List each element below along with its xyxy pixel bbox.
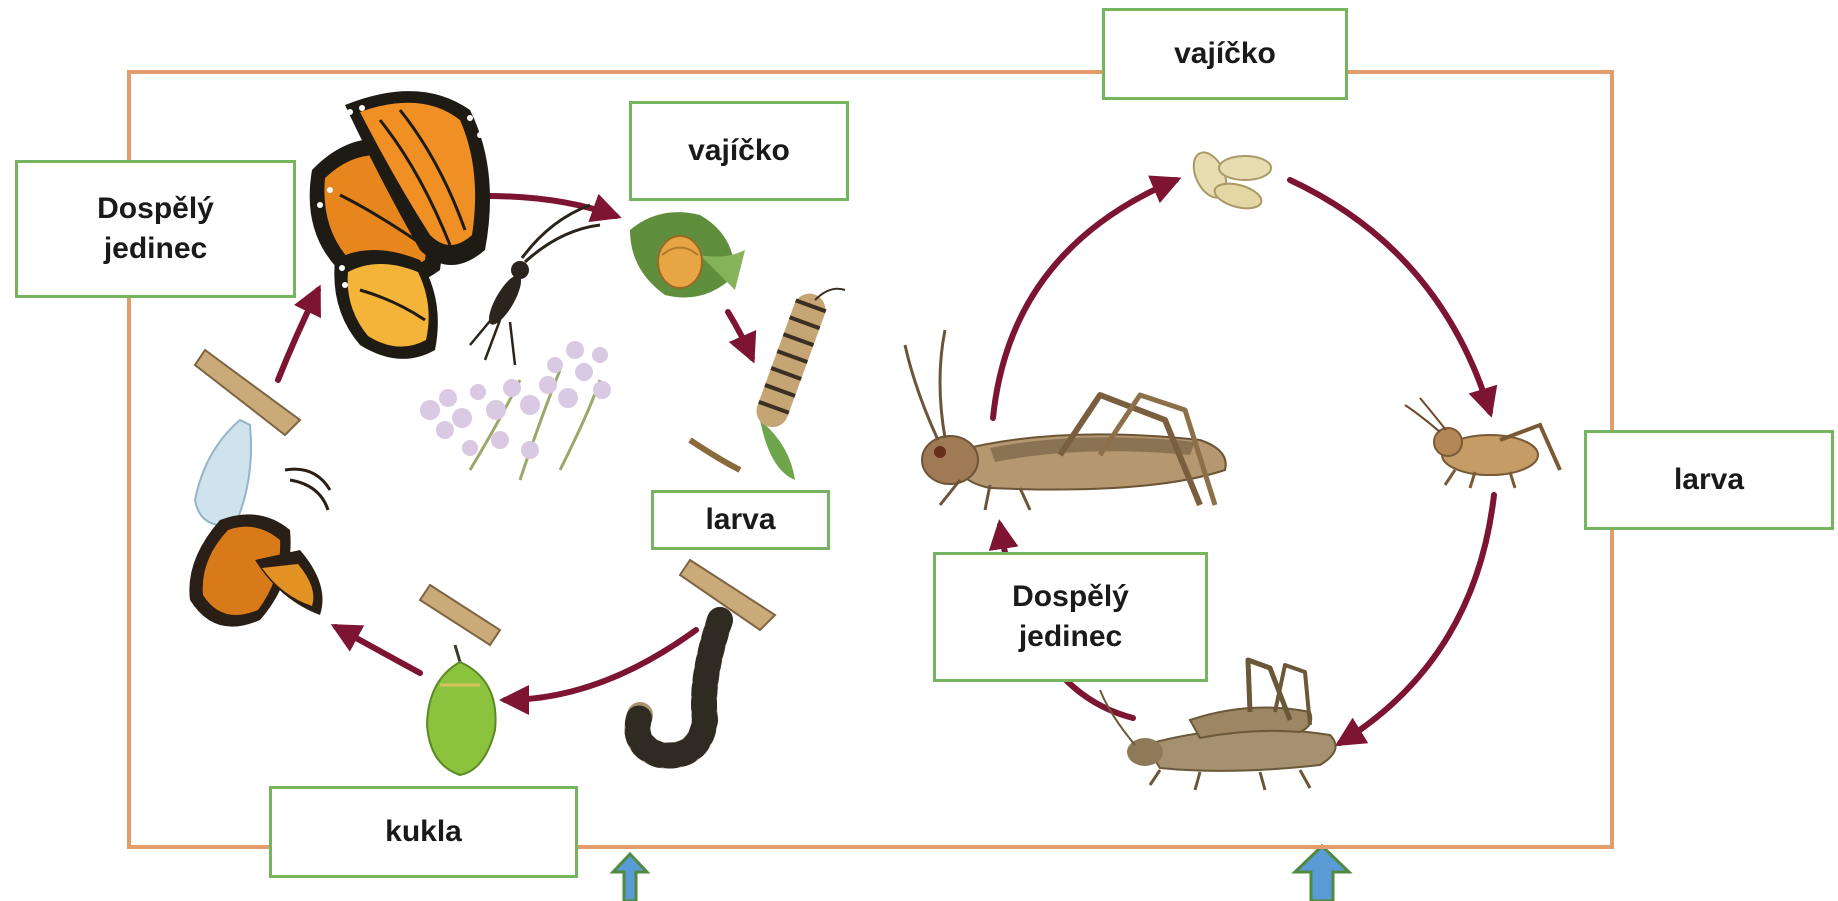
label-grasshopper-larva: larva — [1584, 430, 1834, 530]
pointer-arrow-left — [613, 854, 647, 901]
label-butterfly-adult: Dospělý jedinec — [15, 160, 296, 298]
label-grasshopper-adult-line-1: Dospělý — [1012, 577, 1129, 617]
label-butterfly-adult-line-1: Dospělý — [97, 189, 214, 229]
label-butterfly-pupa: kukla — [269, 786, 578, 878]
label-butterfly-egg: vajíčko — [629, 101, 849, 201]
pointer-arrow-right — [1295, 846, 1349, 901]
label-butterfly-larva: larva — [651, 490, 830, 550]
label-grasshopper-adult-line-2: jedinec — [1019, 617, 1122, 657]
grasshopper-panel-frame — [127, 70, 1614, 849]
label-butterfly-pupa-text: kukla — [385, 812, 462, 852]
label-butterfly-egg-text: vajíčko — [688, 131, 790, 171]
label-grasshopper-larva-text: larva — [1674, 460, 1744, 500]
label-grasshopper-egg: vajíčko — [1102, 8, 1348, 100]
label-butterfly-larva-text: larva — [705, 500, 775, 540]
label-butterfly-adult-line-2: jedinec — [104, 229, 207, 269]
label-grasshopper-egg-text: vajíčko — [1174, 34, 1276, 74]
label-grasshopper-adult: Dospělý jedinec — [933, 552, 1208, 682]
pointer-arrows — [613, 846, 1349, 901]
